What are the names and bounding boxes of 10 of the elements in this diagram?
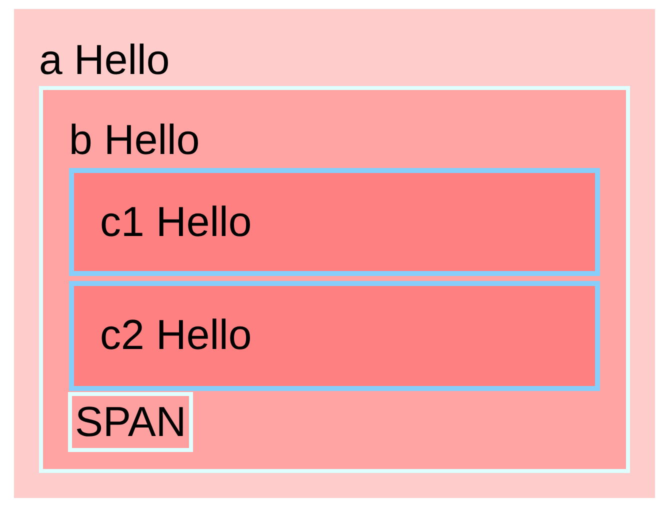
content-panel bbox=[69, 168, 600, 276]
content-panel bbox=[69, 281, 600, 391]
label-text: a Hello bbox=[39, 36, 170, 84]
label-text: b Hello bbox=[69, 116, 200, 164]
label-text: c2 Hello bbox=[100, 311, 252, 359]
inner-panel bbox=[39, 86, 630, 473]
label-text: c1 Hello bbox=[100, 198, 252, 246]
label-text: SPAN bbox=[75, 398, 186, 446]
inline-panel bbox=[68, 392, 194, 452]
outer-panel bbox=[14, 9, 655, 498]
